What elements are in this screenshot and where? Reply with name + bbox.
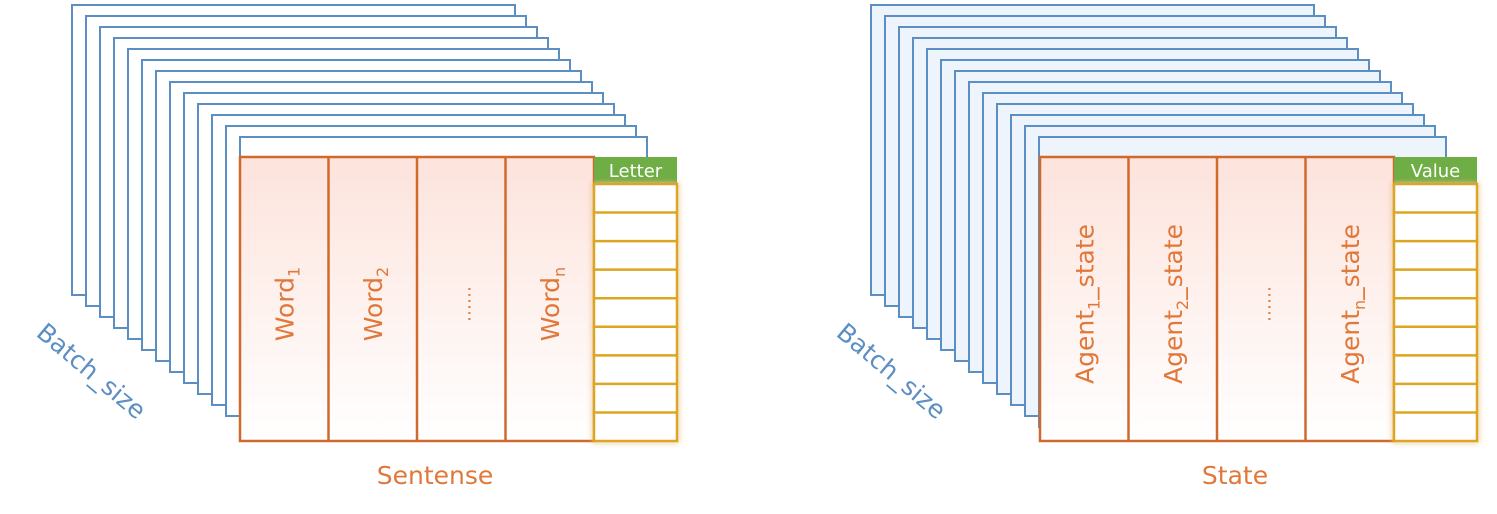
column-label-subscript: 2 xyxy=(1173,300,1192,310)
bottom-label: Sentense xyxy=(377,461,494,490)
side-cells-frame xyxy=(1392,182,1479,443)
column-label: Word1 xyxy=(270,267,303,341)
column-label: …… xyxy=(1254,286,1275,322)
column-label-tail: _state xyxy=(1336,224,1365,301)
column-label-tail: _state xyxy=(1070,224,1099,301)
column-label-tail: _state xyxy=(1159,224,1188,301)
sentence-diagram: Word1Word2……WordnLetterSentenseBatch_siz… xyxy=(31,4,679,490)
column-label: Agentn_state xyxy=(1336,224,1369,384)
column-label-base: …… xyxy=(454,286,475,322)
column-label: Word2 xyxy=(359,267,392,341)
column-label-subscript: 1 xyxy=(1084,300,1103,310)
column-label-base: Word xyxy=(536,277,565,341)
side-cells xyxy=(592,182,679,443)
column-label: Wordn xyxy=(536,267,569,341)
column-label: Agent2_state xyxy=(1159,224,1192,384)
side-header-label: Value xyxy=(1411,161,1460,182)
bottom-label: State xyxy=(1202,461,1268,490)
side-cells xyxy=(1392,182,1479,443)
column-label-base: Agent xyxy=(1159,310,1188,384)
side-cells-frame xyxy=(592,182,679,443)
column-label-base: …… xyxy=(1254,286,1275,322)
column-label: Agent1_state xyxy=(1070,224,1103,384)
column-label-subscript: n xyxy=(1350,300,1369,310)
side-column: Value xyxy=(1392,157,1479,443)
side-header xyxy=(594,157,677,183)
column-label-subscript: n xyxy=(550,267,569,277)
column-label: …… xyxy=(454,286,475,322)
column-label-base: Agent xyxy=(1336,310,1365,384)
column-label-base: Word xyxy=(270,277,299,341)
column-label-subscript: 1 xyxy=(284,267,303,277)
column-label-base: Agent xyxy=(1070,310,1099,384)
column-label-subscript: 2 xyxy=(373,267,392,277)
column-label-base: Word xyxy=(359,277,388,341)
side-header-label: Letter xyxy=(609,161,663,182)
side-header xyxy=(1394,157,1477,183)
state-diagram: Agent1_stateAgent2_state……Agentn_stateVa… xyxy=(831,4,1479,490)
side-column: Letter xyxy=(592,157,679,443)
